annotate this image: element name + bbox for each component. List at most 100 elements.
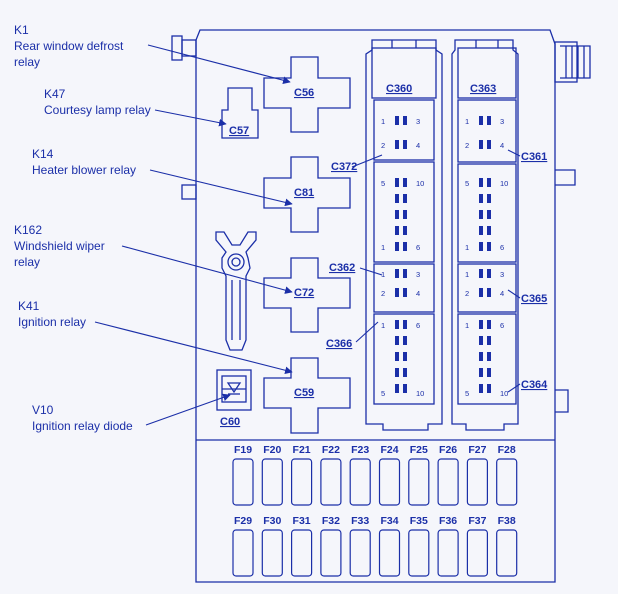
callout-code: K1 <box>14 23 29 37</box>
fuse-slot-f23 <box>349 458 371 506</box>
pin-number: 1 <box>465 270 469 279</box>
fuse-label-f27: F27 <box>468 444 486 456</box>
callout-k14: K14 Heater blower relay <box>32 146 136 178</box>
callout-desc: Ignition relay <box>18 315 87 329</box>
fuse-slot-f27 <box>466 458 488 506</box>
relay-c59 <box>263 357 351 434</box>
pin-number: 3 <box>500 270 504 279</box>
pin-number: 3 <box>416 117 420 126</box>
fuse-slot-f19 <box>232 458 254 506</box>
connector-pin <box>487 140 491 149</box>
connector-pin <box>395 336 399 345</box>
connector-pin <box>479 269 483 278</box>
connector-label-c360: C360 <box>386 83 412 95</box>
fuse-label-f23: F23 <box>351 444 369 456</box>
pin-number: 3 <box>500 117 504 126</box>
connector-pin <box>395 194 399 203</box>
connector-pin <box>487 226 491 235</box>
connector-pin <box>487 242 491 251</box>
connector-pin <box>403 352 407 361</box>
pin-number: 10 <box>416 389 424 398</box>
pin-number: 10 <box>500 389 508 398</box>
fuse-label-f25: F25 <box>410 444 428 456</box>
leader-c372 <box>351 154 383 168</box>
connector-pin <box>479 242 483 251</box>
fuse-slot-f25 <box>408 458 430 506</box>
callout-desc: Rear window defrost <box>14 39 124 53</box>
housing-lug <box>181 39 197 57</box>
leader-k47 <box>154 109 227 127</box>
connector-pin <box>403 288 407 297</box>
connector-pin <box>403 384 407 393</box>
connector-pin <box>487 288 491 297</box>
fuse-label-f35: F35 <box>410 515 428 527</box>
pin-number: 2 <box>465 289 469 298</box>
connector-pin <box>487 352 491 361</box>
callout-code: K162 <box>14 223 43 237</box>
fuse-slot-f30 <box>261 529 283 577</box>
pin-number: 1 <box>381 321 385 330</box>
connector-pin <box>479 368 483 377</box>
connector-pin <box>479 226 483 235</box>
callout-code: K14 <box>32 147 54 161</box>
callout-code: V10 <box>32 403 54 417</box>
connector-pin <box>479 116 483 125</box>
pin-number: 1 <box>465 117 469 126</box>
pin-number: 4 <box>416 289 420 298</box>
connector-pin <box>487 320 491 329</box>
fuse-label-f34: F34 <box>380 515 398 527</box>
pin-number: 10 <box>416 179 424 188</box>
connector-right-shell <box>451 39 519 431</box>
pin-number: 5 <box>381 179 385 188</box>
callout-k41: K41 Ignition relay <box>18 298 86 330</box>
pin-number: 6 <box>500 243 504 252</box>
callout-desc: relay <box>14 55 41 69</box>
fuse-slot-f24 <box>378 458 401 506</box>
connector-pin <box>403 242 407 251</box>
connector-pin <box>487 210 491 219</box>
fuse-label-f20: F20 <box>263 444 281 456</box>
callout-desc: Ignition relay diode <box>32 419 133 433</box>
housing-lug <box>554 41 578 83</box>
diode-label-c60: C60 <box>220 416 240 428</box>
leader-k162 <box>121 245 293 294</box>
fuse-label-f31: F31 <box>293 515 311 527</box>
connector-pin <box>487 269 491 278</box>
connector-label-c365: C365 <box>521 293 547 305</box>
relay-c57 <box>221 87 259 139</box>
fuse-label-f19: F19 <box>234 444 252 456</box>
fuse-slot-f29 <box>232 529 254 577</box>
pin-number: 4 <box>500 289 504 298</box>
pin-number: 6 <box>416 321 420 330</box>
fuse-slot-f37 <box>466 529 488 577</box>
connector-pin <box>395 288 399 297</box>
callout-desc: Heater blower relay <box>32 163 137 177</box>
connector-pin <box>403 210 407 219</box>
callout-desc: Windshield wiper <box>14 239 105 253</box>
diode-socket-c60 <box>216 369 252 411</box>
relay-label-c56: C56 <box>294 87 314 99</box>
relay-label-c81: C81 <box>294 187 314 199</box>
fuse-slot-f34 <box>378 529 401 577</box>
connector-pin <box>403 269 407 278</box>
connector-pin <box>403 194 407 203</box>
relay-c81 <box>263 156 351 233</box>
connector-pin <box>403 368 407 377</box>
connector-pin <box>403 336 407 345</box>
fuse-label-f28: F28 <box>498 444 516 456</box>
fuse-label-f26: F26 <box>439 444 457 456</box>
connector-pin <box>479 178 483 187</box>
leader-k41 <box>94 321 293 375</box>
connector-label-c372: C372 <box>331 161 357 173</box>
connector-pin <box>487 194 491 203</box>
leader-k14 <box>149 169 293 207</box>
fuse-slot-f26 <box>437 458 459 506</box>
pin-number: 2 <box>465 141 469 150</box>
connector-pin <box>403 226 407 235</box>
connector-pin <box>479 384 483 393</box>
connector-pin <box>487 368 491 377</box>
callout-desc: Courtesy lamp relay <box>44 103 151 117</box>
